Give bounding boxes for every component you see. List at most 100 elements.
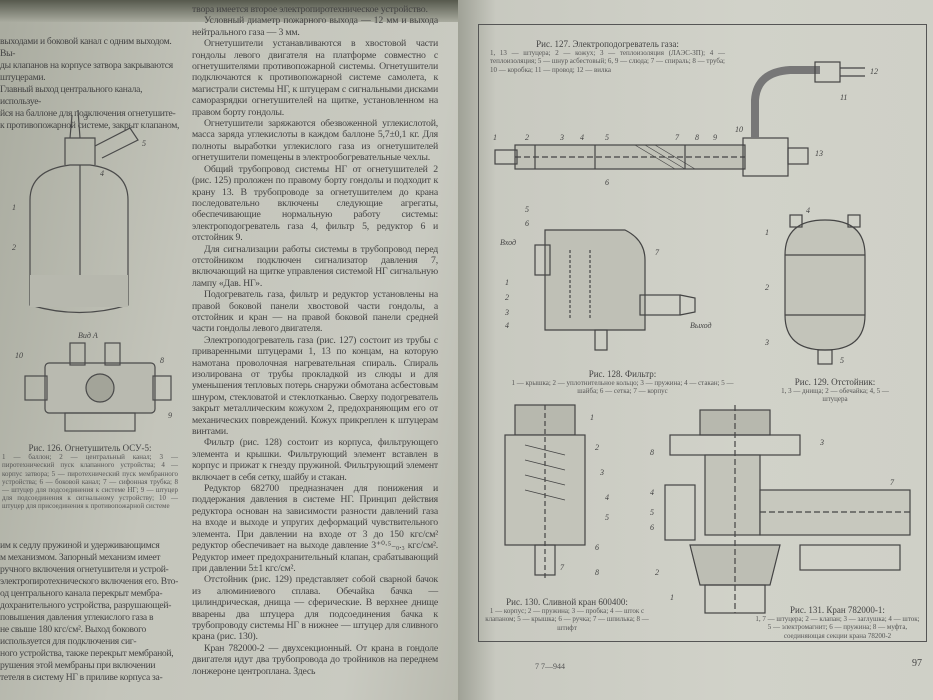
svg-text:2: 2 [765,283,769,292]
svg-text:3: 3 [83,113,88,122]
svg-text:2: 2 [655,568,659,577]
figure-131-title: Рис. 131. Кран 782000-1: [790,605,885,615]
text-line: од центрального канала перекрыт мембра- [0,588,163,599]
text-line: им к седлу пружиной и удерживающимся [0,540,160,551]
svg-text:6: 6 [605,178,609,187]
svg-text:4: 4 [580,133,584,142]
svg-text:4: 4 [100,169,104,178]
paragraph: Электроподогреватель газа (рис. 127) сос… [192,334,438,438]
svg-text:6: 6 [525,219,529,228]
text-line: рушения этой мембраны при включении [0,660,156,671]
text-line: дохранительного устройства, разрушающей- [0,600,172,611]
svg-text:8: 8 [160,356,164,365]
svg-text:4: 4 [650,488,654,497]
left-column-top-text: выходами и боковой канал с одним выходом… [0,36,184,132]
svg-text:3: 3 [764,338,769,347]
figure-126-title: Рис. 126. Огнетушитель ОСУ-5: [28,443,152,453]
text-line: к противопожарной системе, закрыт клапан… [0,120,180,131]
svg-text:9: 9 [168,411,172,420]
figure-126-caption: Рис. 126. Огнетушитель ОСУ-5: 1 — баллон… [2,443,178,511]
svg-text:2: 2 [12,243,16,252]
svg-text:12: 12 [870,67,878,76]
svg-text:9: 9 [713,133,717,142]
svg-text:4: 4 [505,321,509,330]
paragraph: Огнетушители заряжаются обезвоженной угл… [192,118,438,164]
svg-text:2: 2 [525,133,529,142]
figure-128-caption: Рис. 128. Фильтр: 1 — крышка; 2 — уплотн… [510,369,735,396]
text-line: м механизмом. Запорный механизм имеет [0,552,161,563]
figure-127-legend: 1, 13 — штуцера; 2 — кожух; 3 — теплоизо… [490,49,725,74]
figure-129-legend: 1, 3 — днища; 2 — обечайка; 4, 5 — штуце… [781,387,889,404]
figure-126-drawing: 1 2 4 5 3 [12,110,146,314]
figure-127-caption: Рис. 127. Электроподогреватель газа: 1, … [490,39,725,74]
svg-text:6: 6 [650,523,654,532]
figure-130-caption: Рис. 130. Сливной кран 600400: 1 — корпу… [482,597,652,632]
figure-130-title: Рис. 130. Сливной кран 600400: [506,597,628,607]
text-line: ного устройства, также перекрыт мембрано… [0,648,174,659]
paragraph: Условный диаметр пожарного выхода — 12 м… [192,15,438,38]
svg-text:6: 6 [595,543,599,552]
text-line: повышения давления углекислого газа в [0,612,154,623]
svg-text:10: 10 [15,351,23,360]
text-line: йся на баллоне для подключения огнетушит… [0,108,176,119]
text-line: не свыше 180 кгс/см². Выход бокового [0,624,147,635]
svg-text:1: 1 [670,593,674,602]
text-line: Главный выход центрального канала, испол… [0,84,143,107]
page-shadow [0,0,460,22]
page-number: 97 [912,658,922,669]
paragraph: Для сигнализации работы системы в трубоп… [192,243,438,289]
svg-text:3: 3 [504,308,509,317]
svg-text:8: 8 [650,448,654,457]
svg-text:5: 5 [142,139,146,148]
figure-131-caption: Рис. 131. Кран 782000-1: 1, 7 — штуцера;… [755,605,920,640]
svg-text:5: 5 [650,508,654,517]
paragraph: Подогреватель газа, фильтр и редуктор ус… [192,289,438,335]
svg-text:2: 2 [505,293,509,302]
svg-text:7: 7 [890,478,895,487]
svg-text:1: 1 [12,203,16,212]
svg-text:5: 5 [605,133,609,142]
right-page [458,0,933,700]
paragraph: Редуктор 682700 предназначен для понижен… [192,483,438,574]
printer-signature: 7 7—944 [535,662,565,671]
figure-127-title: Рис. 127. Электроподогреватель газа: [536,39,679,49]
paragraph: Общий трубопровод системы НГ от огнетуши… [192,163,438,244]
svg-text:11: 11 [840,93,847,102]
left-page [0,0,458,700]
figure-129-caption: Рис. 129. Отстойник: 1, 3 — днища; 2 — о… [770,377,900,404]
text-line: штуцерами. [0,72,46,83]
svg-text:8: 8 [695,133,699,142]
figure-129-title: Рис. 129. Отстойник: [794,377,876,387]
svg-text:3: 3 [559,133,564,142]
svg-text:2: 2 [595,443,599,452]
svg-text:5: 5 [605,513,609,522]
svg-text:5: 5 [840,356,844,365]
text-line: электропиротехнического включения его. В… [0,576,179,587]
fig128-outlet-label: Выход [690,321,712,330]
figure-128-title: Рис. 128. Фильтр: [588,369,657,379]
figure-131-legend: 1, 7 — штуцера; 2 — клапан; 3 — заглушка… [755,615,920,640]
svg-text:13: 13 [815,149,823,158]
text-line: используется для подключения сиг- [0,636,137,647]
svg-text:10: 10 [735,125,743,134]
svg-text:1: 1 [765,228,769,237]
figure-128-legend: 1 — крышка; 2 — уплотнительное кольцо; 3… [511,379,734,396]
paragraph: Кран 782000-2 — двухсекционный. От крана… [192,642,438,677]
text-line: тетеля в систему НГ в приливе корпуса за… [0,672,163,683]
paragraph: твора имеется второе электропиротехничес… [192,4,428,15]
svg-text:7: 7 [655,248,660,257]
svg-text:7: 7 [560,563,565,572]
paragraph: Отстойник (рис. 129) представляет собой … [192,574,438,643]
figure-130-legend: 1 — корпус; 2 — пружина; 3 — пробка; 4 —… [485,607,649,632]
svg-text:1: 1 [505,278,509,287]
figures-frame [478,24,927,642]
svg-text:1: 1 [590,413,594,422]
svg-text:5: 5 [525,205,529,214]
text-line: ды клапанов на корпусе затвора закрывают… [0,60,173,71]
